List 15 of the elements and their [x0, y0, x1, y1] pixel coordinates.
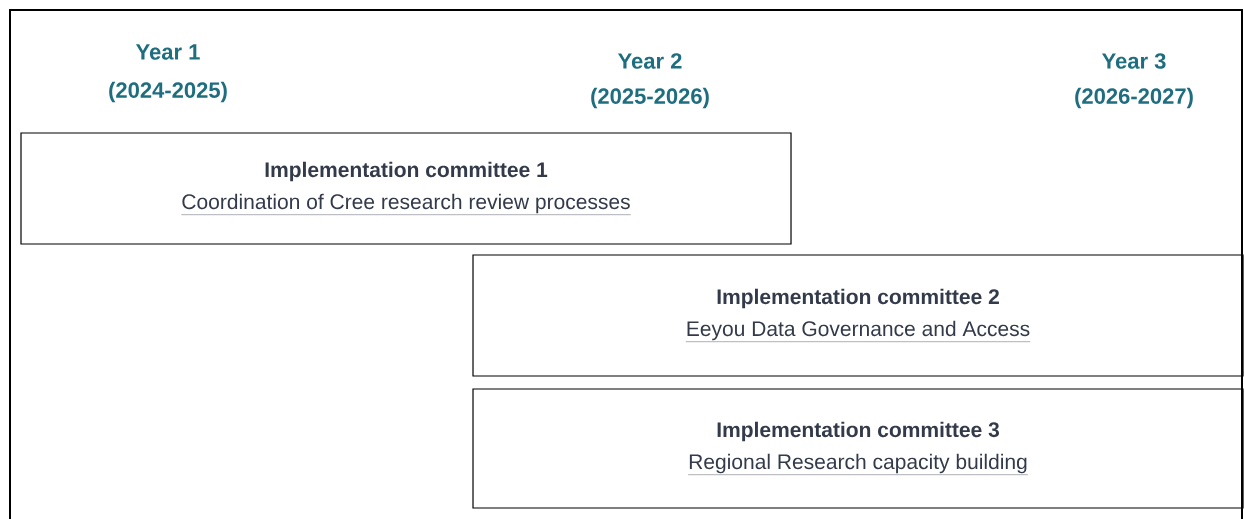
committee-topic: Coordination of Cree research review processes [181, 193, 631, 215]
year-label: Year 3 [1101, 53, 1166, 69]
committee-box [472, 388, 1244, 509]
year-label: (2026-2027) [1075, 87, 1193, 109]
committee-topic: Eeyou Data Governance and Access [685, 320, 1031, 342]
committee-title: Implementation committee 2 [717, 288, 999, 309]
committee-title: Implementation committee 1 [265, 161, 548, 182]
committee-box [20, 132, 792, 245]
committee-box [472, 254, 1244, 377]
year-label: Year 1 [135, 44, 200, 60]
committee-title: Implementation committee 3 [717, 421, 999, 442]
year-label: Year 2 [617, 53, 682, 69]
committee-topic: Regional Research capacity building [687, 453, 1029, 475]
year-label: (2024-2025) [109, 81, 227, 103]
year-label: (2025-2026) [591, 87, 709, 109]
